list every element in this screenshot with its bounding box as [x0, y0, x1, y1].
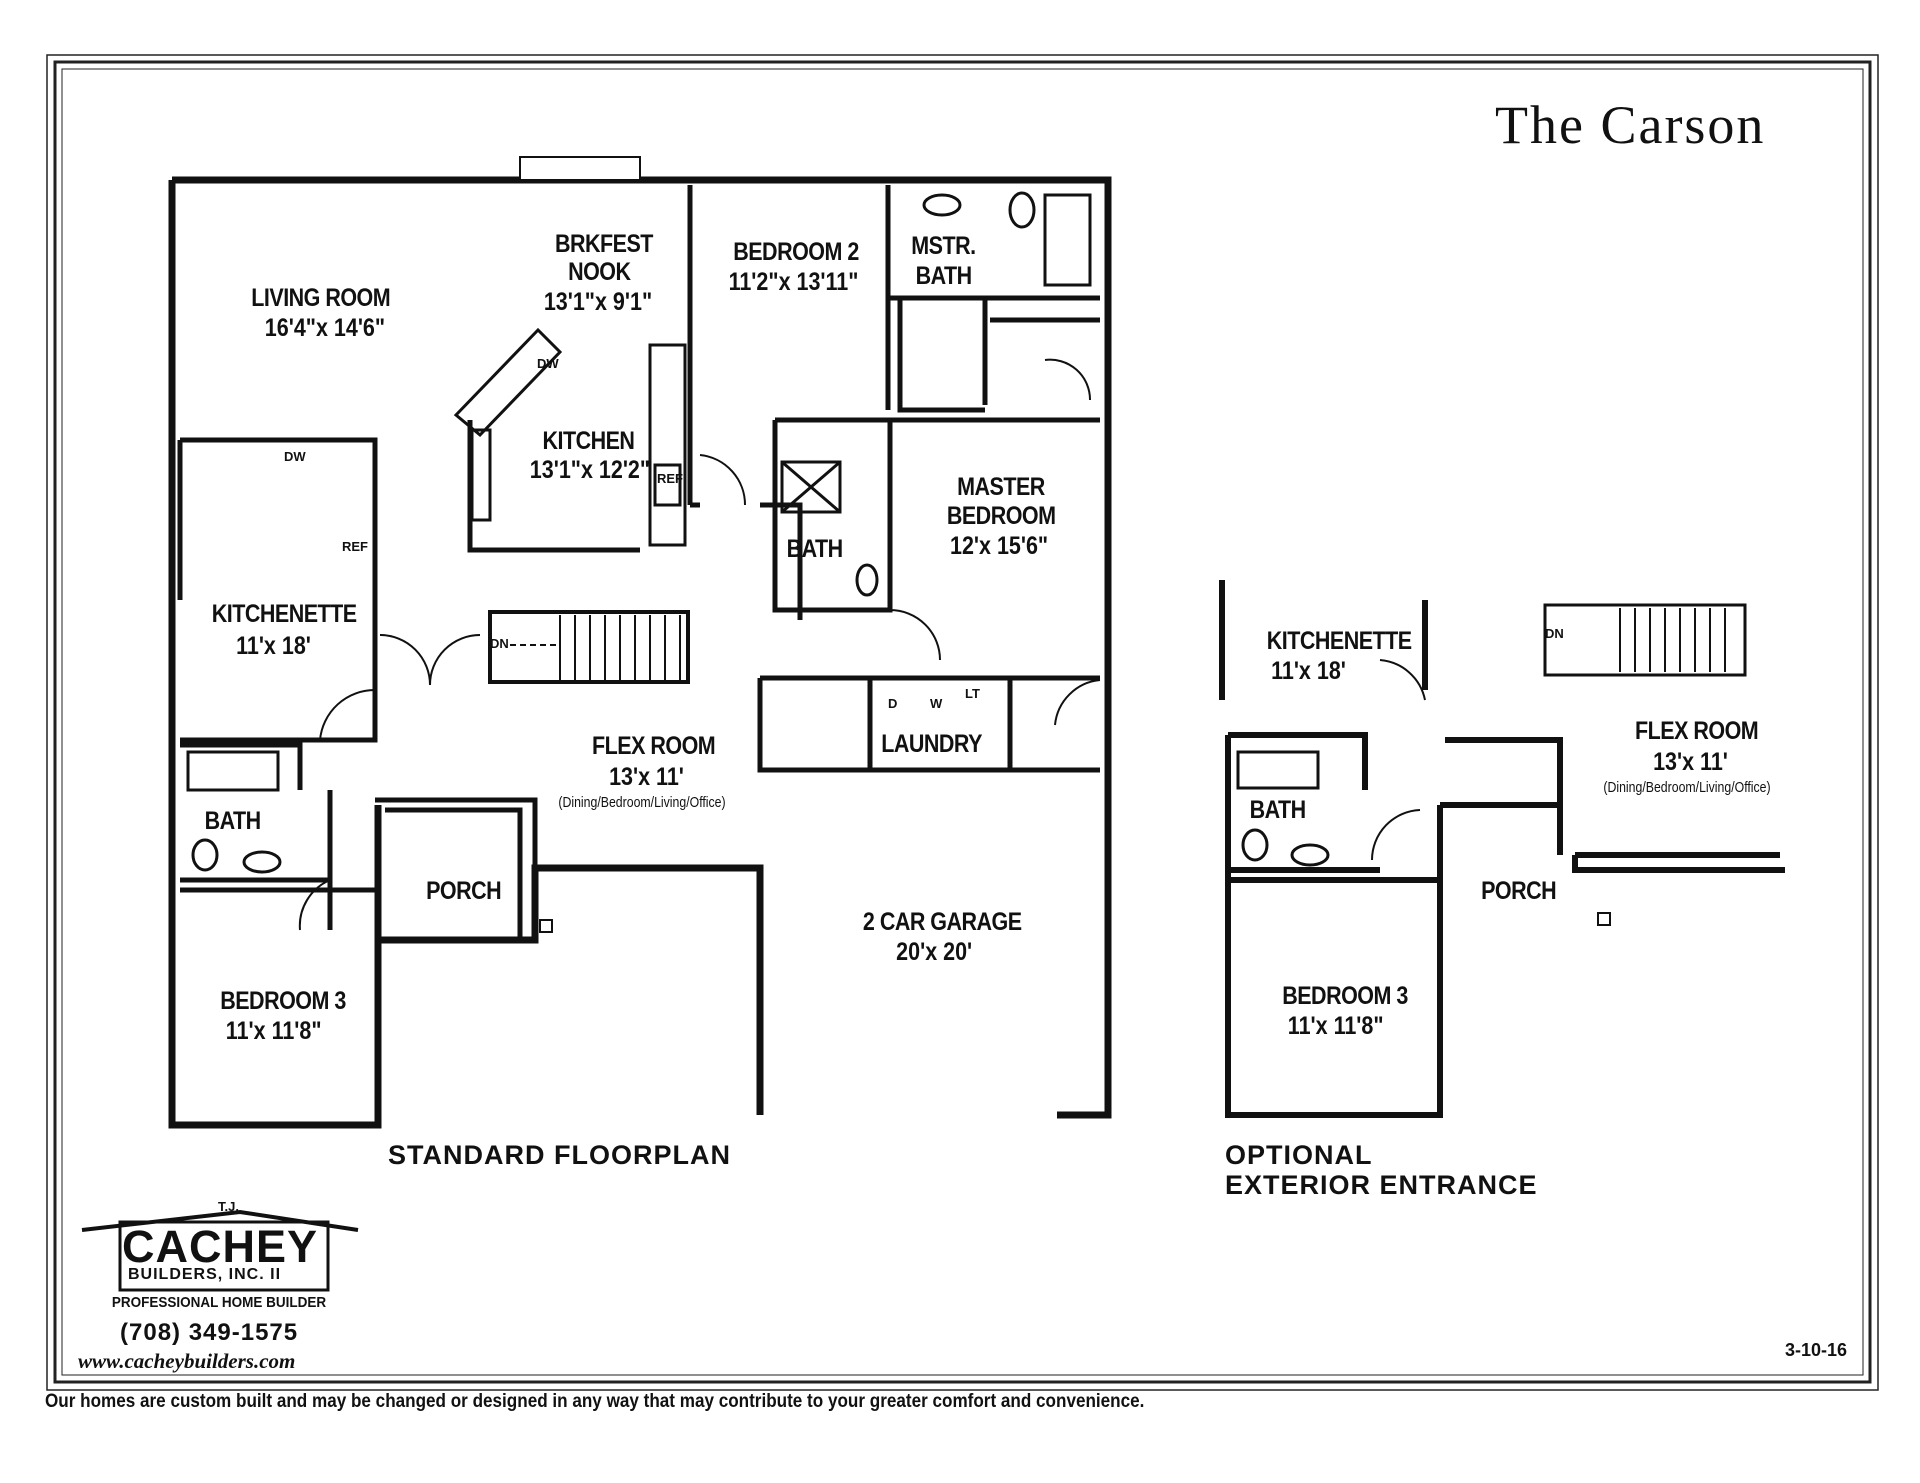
optional-fixtures — [1236, 659, 1426, 867]
room-nook-dim: 13'1"x 9'1" — [543, 288, 653, 316]
opt-flex-dim: 13'x 11' — [1653, 748, 1728, 776]
fixture-ref-kitchen: REF — [657, 471, 683, 486]
room-bedroom2-name: BEDROOM 2 — [733, 238, 859, 266]
fixture-ref-kitchenette: REF — [342, 539, 368, 554]
opt-bedroom3-name: BEDROOM 3 — [1282, 982, 1408, 1010]
room-master-name2: BEDROOM — [946, 502, 1056, 530]
optional-caption-line2: EXTERIOR ENTRANCE — [1225, 1170, 1538, 1200]
room-bedroom3-dim: 11'x 11'8" — [225, 1017, 322, 1045]
room-master-name1: MASTER — [957, 473, 1045, 501]
footer-disclaimer: Our homes are custom built and may be ch… — [45, 1391, 1145, 1412]
room-bedroom2-dim: 11'2"x 13'11" — [728, 268, 859, 296]
fixture-dw-kitchenette: DW — [284, 449, 306, 464]
room-master-dim: 12'x 15'6" — [949, 532, 1049, 560]
fixture-washer: W — [930, 696, 943, 711]
bath-fixtures — [186, 191, 1092, 874]
room-laundry-name: LAUNDRY — [881, 730, 982, 758]
interior-walls — [177, 185, 1100, 940]
logo-roof — [81, 1209, 359, 1292]
sheet-border — [46, 54, 1879, 1391]
logo-company: BUILDERS, INC. II — [128, 1266, 282, 1283]
standard-floorplan-caption: STANDARD FLOORPLAN — [388, 1140, 731, 1170]
opt-flex-name: FLEX ROOM — [1635, 717, 1759, 745]
room-mstr-bath-name2: BATH — [915, 262, 973, 290]
room-mstr-bath-name1: MSTR. — [911, 232, 976, 260]
plan-date: 3-10-16 — [1785, 1340, 1848, 1360]
window-top — [519, 156, 641, 181]
room-kitchenette-name: KITCHENETTE — [211, 600, 357, 628]
opt-kitchenette-dim: 11'x 18' — [1271, 657, 1346, 685]
room-flex-name: FLEX ROOM — [592, 732, 716, 760]
logo-phone: (708) 349-1575 — [120, 1319, 299, 1346]
room-kitchen-name: KITCHEN — [542, 427, 635, 455]
room-living-name: LIVING ROOM — [251, 284, 391, 312]
door-swings — [298, 358, 1101, 931]
optional-floorplan-walls — [1219, 580, 1785, 1118]
room-bedroom3-name: BEDROOM 3 — [220, 987, 346, 1015]
optional-caption-line1: OPTIONAL — [1225, 1140, 1373, 1170]
room-garage-dim: 20'x 20' — [896, 938, 973, 966]
logo-website: www.cacheybuilders.com — [78, 1349, 296, 1373]
opt-bedroom3-dim: 11'x 11'8" — [1287, 1012, 1384, 1040]
room-porch-name: PORCH — [426, 877, 502, 905]
room-living-dim: 16'4"x 14'6" — [264, 314, 386, 342]
opt-flex-sub: (Dining/Bedroom/Living/Office) — [1603, 779, 1771, 796]
room-garage-name: 2 CAR GARAGE — [862, 908, 1022, 936]
room-nook-name2: NOOK — [568, 258, 631, 286]
room-flex-dim: 13'x 11' — [609, 763, 684, 791]
plan-title: The Carson — [1495, 95, 1766, 155]
room-flex-sub: (Dining/Bedroom/Living/Office) — [558, 794, 726, 811]
opt-kitchenette-name: KITCHENETTE — [1266, 627, 1412, 655]
opt-bath-name: BATH — [1249, 796, 1307, 824]
optional-stair — [1543, 603, 1747, 677]
fixture-dryer: D — [888, 696, 898, 711]
room-kitchen-dim: 13'1"x 12'2" — [529, 456, 651, 484]
fixture-dn-stair: DN — [490, 636, 509, 651]
kitchen-island — [453, 327, 687, 547]
fixture-dw-kitchen: DW — [537, 356, 559, 371]
logo-name: CACHEY — [122, 1221, 319, 1272]
opt-porch-name: PORCH — [1481, 877, 1557, 905]
room-kitchenette-dim: 11'x 18' — [236, 632, 311, 660]
logo-tagline: PROFESSIONAL HOME BUILDER — [111, 1294, 327, 1311]
porch-posts — [539, 912, 1611, 933]
room-bath-center-name: BATH — [786, 535, 844, 563]
logo-initials: T.J. — [218, 1199, 239, 1214]
fixture-dn-optional: DN — [1545, 626, 1564, 641]
room-nook-name1: BRKFEST — [554, 230, 653, 258]
fixture-laundry-tub: LT — [965, 686, 980, 701]
stair-treads — [510, 615, 681, 680]
room-bath-left-name: BATH — [204, 807, 262, 835]
